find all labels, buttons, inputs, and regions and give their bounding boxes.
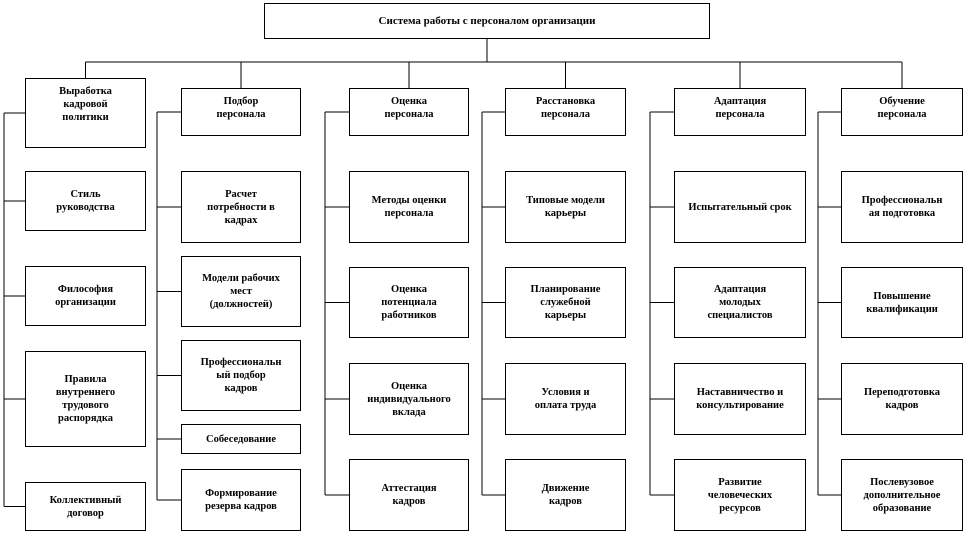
column-5-item-3: Послевузовое дополнительное образование [841,459,963,531]
column-head-1: Подбор персонала [181,88,301,136]
root-box: Система работы с персоналом организации [264,3,710,39]
column-4-item-0: Испытательный срок [674,171,806,243]
column-2-item-2: Оценка индивидуального вклада [349,363,469,435]
column-5-item-0: Профессиональн ая подготовка [841,171,963,243]
column-2-item-1: Оценка потенциала работников [349,267,469,338]
column-0-item-1: Философия организации [25,266,146,326]
column-3-item-3: Движение кадров [505,459,626,531]
column-3-item-2: Условия и оплата труда [505,363,626,435]
column-5-item-1: Повышение квалификации [841,267,963,338]
column-1-item-1: Модели рабочих мест (должностей) [181,256,301,327]
column-head-5: Обучение персонала [841,88,963,136]
column-0-item-2: Правила внутреннего трудового распорядка [25,351,146,447]
column-1-item-3: Собеседование [181,424,301,454]
column-head-4: Адаптация персонала [674,88,806,136]
column-2-item-3: Аттестация кадров [349,459,469,531]
column-head-2: Оценка персонала [349,88,469,136]
column-3-item-1: Планирование служебной карьеры [505,267,626,338]
column-4-item-2: Наставничество и консультирование [674,363,806,435]
column-3-item-0: Типовые модели карьеры [505,171,626,243]
column-1-item-0: Расчет потребности в кадрах [181,171,301,243]
column-4-item-3: Развитие человеческих ресурсов [674,459,806,531]
column-0-item-3: Коллективный договор [25,482,146,531]
column-5-item-2: Переподготовка кадров [841,363,963,435]
column-1-item-2: Профессиональн ый подбор кадров [181,340,301,411]
column-1-item-4: Формирование резерва кадров [181,469,301,531]
column-0-item-0: Стиль руководства [25,171,146,231]
column-head-0: Выработка кадровой политики [25,78,146,148]
column-4-item-1: Адаптация молодых специалистов [674,267,806,338]
column-head-3: Расстановка персонала [505,88,626,136]
column-2-item-0: Методы оценки персонала [349,171,469,243]
